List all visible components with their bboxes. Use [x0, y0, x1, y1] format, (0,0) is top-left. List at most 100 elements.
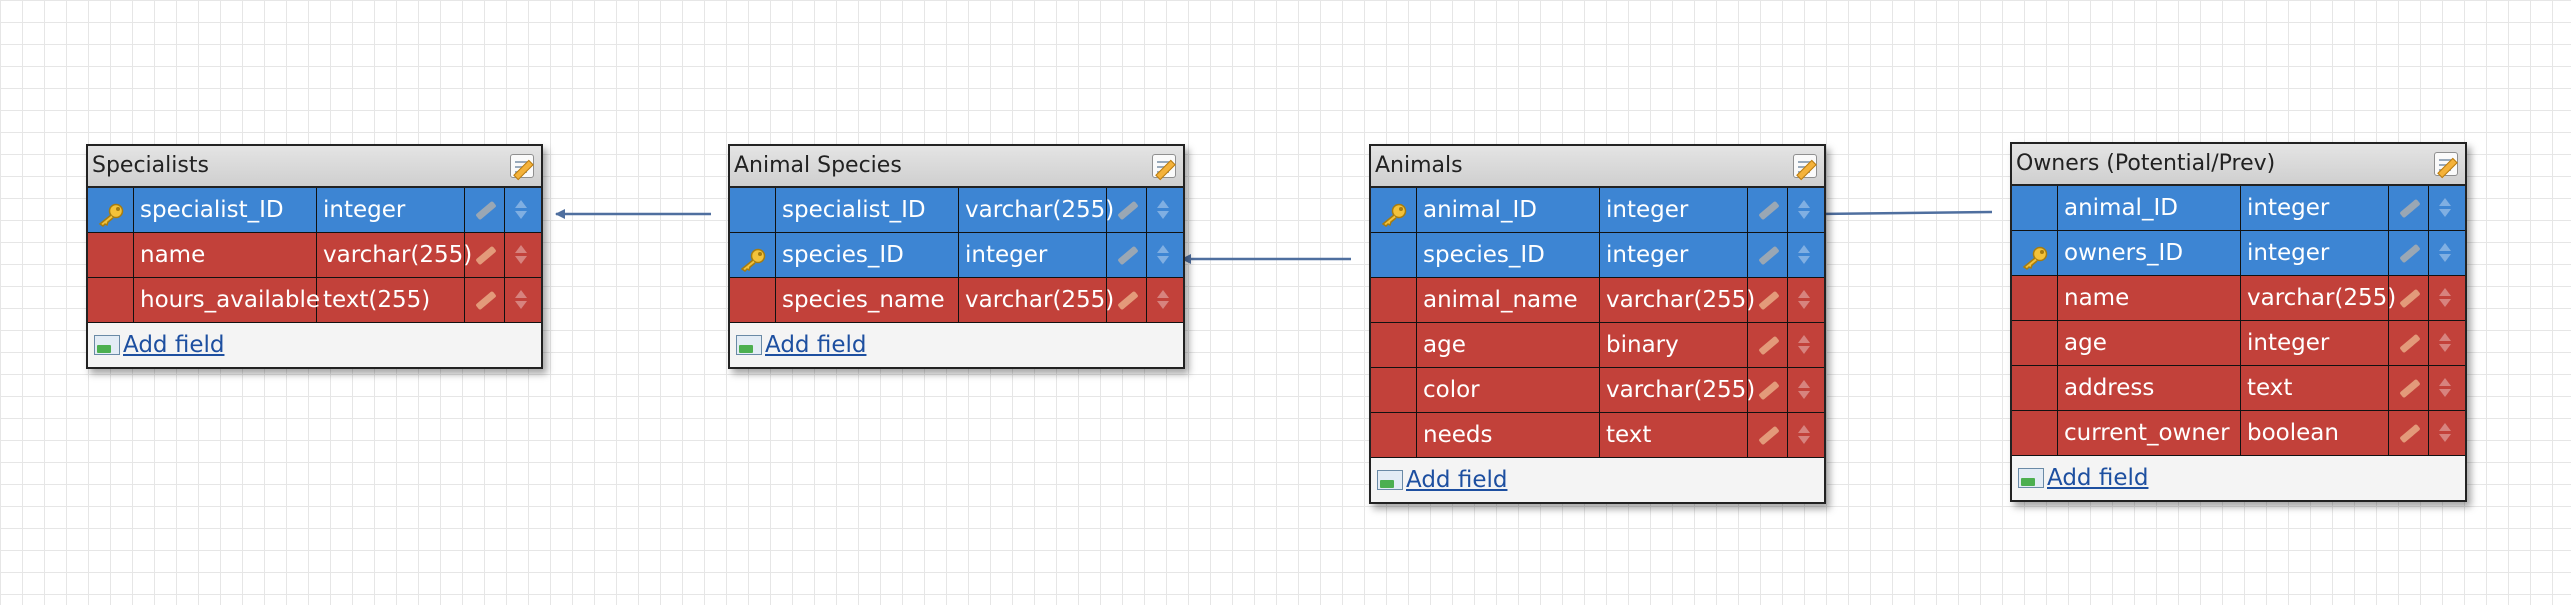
reorder-arrows-icon[interactable]: [1798, 243, 1810, 267]
add-field-icon[interactable]: [1377, 470, 1403, 490]
pencil-icon[interactable]: [1117, 245, 1139, 266]
reorder-arrows-icon[interactable]: [515, 243, 527, 267]
edit-field-cell[interactable]: [2389, 411, 2429, 455]
edit-field-cell[interactable]: [1748, 188, 1788, 232]
move-field-cell[interactable]: [505, 233, 541, 277]
table-header[interactable]: Owners (Potential/Prev): [2012, 144, 2465, 186]
reorder-arrows-icon[interactable]: [1157, 288, 1169, 312]
pencil-icon[interactable]: [2399, 333, 2421, 354]
edit-field-cell[interactable]: [1748, 323, 1788, 367]
move-field-cell[interactable]: [1788, 368, 1824, 412]
edit-field-cell[interactable]: [2389, 186, 2429, 230]
reorder-arrows-icon[interactable]: [1798, 423, 1810, 447]
edit-table-icon[interactable]: [1793, 154, 1817, 178]
edit-table-icon[interactable]: [510, 154, 534, 178]
edit-field-cell[interactable]: [2389, 231, 2429, 275]
table-header[interactable]: Specialists: [88, 146, 541, 188]
reorder-arrows-icon[interactable]: [515, 288, 527, 312]
reorder-arrows-icon[interactable]: [1157, 198, 1169, 222]
edit-field-cell[interactable]: [465, 188, 505, 232]
add-field-icon[interactable]: [2018, 468, 2044, 488]
edit-field-cell[interactable]: [1748, 233, 1788, 277]
move-field-cell[interactable]: [505, 188, 541, 232]
edit-field-cell[interactable]: [2389, 321, 2429, 365]
pencil-icon[interactable]: [475, 290, 497, 311]
reorder-arrows-icon[interactable]: [2439, 196, 2451, 220]
table-header[interactable]: Animal Species: [730, 146, 1183, 188]
add-field-icon[interactable]: [736, 335, 762, 355]
move-field-cell[interactable]: [2429, 366, 2465, 410]
move-field-cell[interactable]: [1788, 188, 1824, 232]
move-field-cell[interactable]: [2429, 321, 2465, 365]
move-field-cell[interactable]: [1147, 278, 1183, 322]
move-field-cell[interactable]: [2429, 411, 2465, 455]
move-field-cell[interactable]: [1788, 278, 1824, 322]
edit-table-icon[interactable]: [1152, 154, 1176, 178]
pencil-icon[interactable]: [1758, 335, 1780, 356]
reorder-arrows-icon[interactable]: [2439, 286, 2451, 310]
pencil-icon[interactable]: [2399, 288, 2421, 309]
pencil-icon[interactable]: [1758, 380, 1780, 401]
pencil-icon[interactable]: [1117, 200, 1139, 221]
pencil-icon[interactable]: [1758, 200, 1780, 221]
add-field-link[interactable]: Add field: [123, 332, 225, 358]
move-field-cell[interactable]: [505, 278, 541, 322]
add-field-link[interactable]: Add field: [2047, 465, 2149, 491]
pencil-icon[interactable]: [2399, 378, 2421, 399]
pencil-icon[interactable]: [1758, 245, 1780, 266]
edit-field-cell[interactable]: [2389, 276, 2429, 320]
edit-field-cell[interactable]: [465, 233, 505, 277]
reorder-arrows-icon[interactable]: [1798, 378, 1810, 402]
edit-field-cell[interactable]: [1748, 413, 1788, 457]
edit-field-cell[interactable]: [1748, 278, 1788, 322]
move-field-cell[interactable]: [1788, 233, 1824, 277]
pencil-icon[interactable]: [475, 200, 497, 221]
reorder-arrows-icon[interactable]: [515, 198, 527, 222]
move-field-cell[interactable]: [1788, 413, 1824, 457]
reorder-arrows-icon[interactable]: [2439, 376, 2451, 400]
edit-table-icon[interactable]: [2434, 152, 2458, 176]
pencil-icon[interactable]: [2399, 198, 2421, 219]
add-field-link[interactable]: Add field: [1406, 467, 1508, 493]
move-field-cell[interactable]: [1788, 323, 1824, 367]
edit-field-cell[interactable]: [1107, 278, 1147, 322]
edit-field-cell[interactable]: [2389, 366, 2429, 410]
pencil-icon[interactable]: [475, 245, 497, 266]
add-field-icon[interactable]: [94, 335, 120, 355]
move-field-cell[interactable]: [2429, 186, 2465, 230]
table-header[interactable]: Animals: [1371, 146, 1824, 188]
edit-field-cell[interactable]: [1107, 188, 1147, 232]
move-field-cell[interactable]: [1147, 233, 1183, 277]
move-field-cell[interactable]: [2429, 276, 2465, 320]
edit-field-cell[interactable]: [1107, 233, 1147, 277]
reorder-arrows-icon[interactable]: [1798, 333, 1810, 357]
pencil-icon[interactable]: [2399, 243, 2421, 264]
edit-field-cell[interactable]: [465, 278, 505, 322]
add-field-link[interactable]: Add field: [765, 332, 867, 358]
reorder-arrows-icon[interactable]: [1798, 198, 1810, 222]
reorder-arrows-icon[interactable]: [2439, 241, 2451, 265]
pencil-icon[interactable]: [1758, 290, 1780, 311]
pencil-icon[interactable]: [1758, 425, 1780, 446]
move-field-cell[interactable]: [1147, 188, 1183, 232]
edit-field-cell[interactable]: [1748, 368, 1788, 412]
